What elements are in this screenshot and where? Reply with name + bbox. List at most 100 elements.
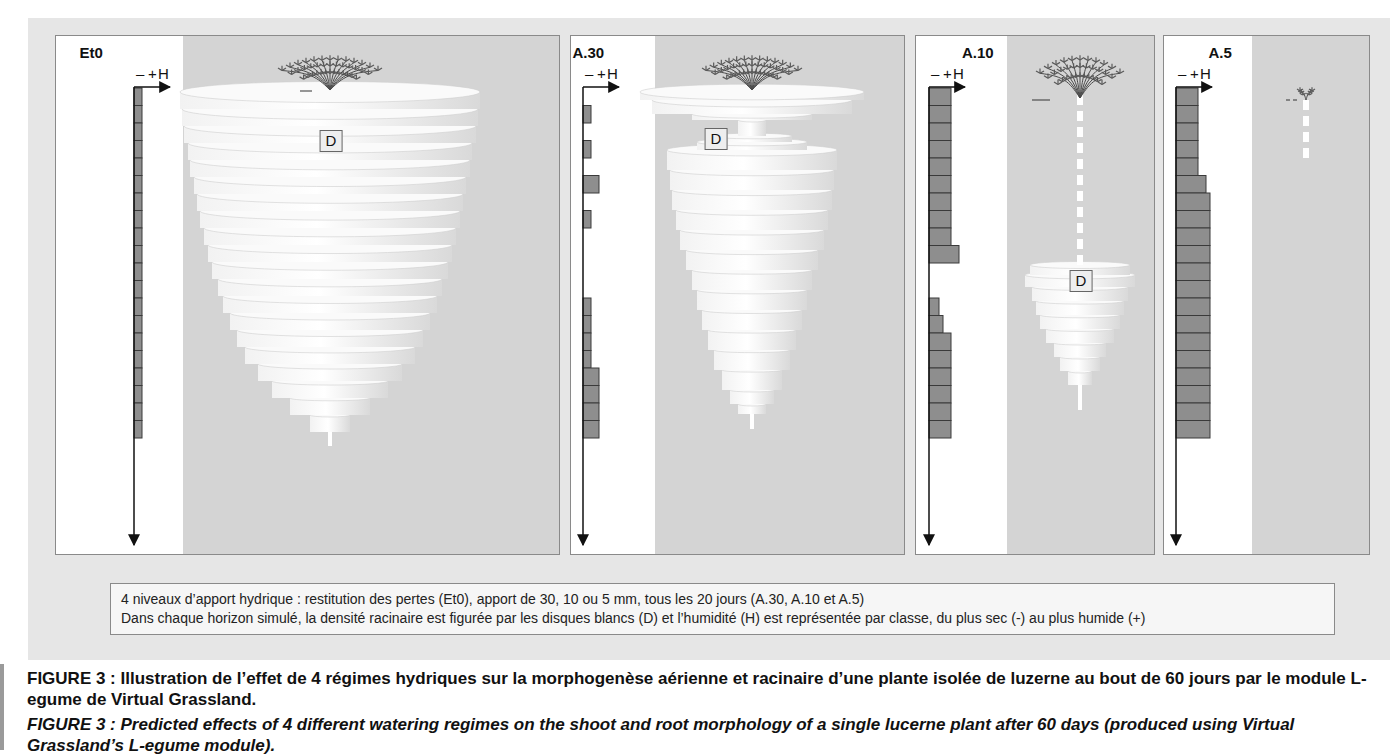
leaflet	[314, 59, 318, 61]
depth-axis	[582, 87, 584, 545]
humidity-class	[1176, 386, 1210, 404]
panel-title: A.5	[1209, 44, 1390, 61]
root-disc	[722, 370, 782, 390]
humidity-class	[1176, 228, 1210, 246]
humidity-class	[134, 351, 142, 369]
humidity-class	[583, 141, 591, 159]
humidity-class	[1176, 246, 1210, 264]
box-label: D	[326, 132, 337, 150]
humidity-bars	[583, 106, 599, 439]
leaflet	[1303, 93, 1306, 95]
root-disc	[738, 120, 766, 136]
leaflet	[767, 59, 771, 61]
leaflet	[1102, 82, 1106, 84]
humidity-class	[583, 368, 599, 386]
humidity-class	[134, 386, 142, 404]
leaflet	[1061, 69, 1065, 71]
humidity-class	[583, 333, 591, 351]
axis-strip	[570, 35, 655, 555]
humidity-class	[929, 123, 951, 141]
humidity-class	[1176, 351, 1210, 369]
english-caption: FIGURE 3 : Predicted effects of 4 differ…	[27, 714, 1372, 755]
humidity-class	[134, 246, 142, 264]
leaflet	[1120, 71, 1124, 73]
humidity-class	[134, 158, 142, 176]
leaflet	[321, 72, 325, 74]
humidity-class	[1176, 421, 1210, 439]
note-line: 4 niveaux d’apport hydrique : restitutio…	[121, 590, 1324, 609]
figure-caption: FIGURE 3 : Illustration de l’effet de 4 …	[27, 668, 1372, 710]
leaflet	[752, 58, 756, 60]
humidity-class	[134, 193, 142, 211]
depth-axis	[1175, 87, 1177, 545]
leaflet	[1300, 89, 1303, 91]
leaflet	[330, 58, 334, 60]
humidity-class	[583, 316, 591, 334]
humidity-axis	[929, 86, 965, 88]
leaflet	[721, 62, 725, 64]
axis-label: –	[1178, 66, 1186, 82]
humidity-class	[134, 421, 142, 439]
leaflet	[1080, 58, 1084, 60]
humidity-class	[1176, 368, 1210, 386]
leaflet	[1106, 72, 1110, 74]
leaflet	[1301, 91, 1304, 93]
legend-note-box: 4 niveaux d’apport hydrique : restitutio…	[110, 583, 1335, 635]
humidity-class	[929, 141, 951, 159]
humidity-class	[1176, 158, 1198, 176]
humidity-class	[929, 333, 951, 351]
leaflet	[298, 62, 302, 64]
leaflet	[1076, 75, 1080, 77]
leaflet	[798, 68, 802, 70]
humidity-class	[929, 228, 951, 246]
leaflet	[706, 68, 710, 70]
stem	[729, 63, 752, 90]
humidity-class	[929, 158, 951, 176]
leaflet	[744, 58, 748, 60]
leaflet	[1071, 76, 1075, 78]
depth-axis	[133, 87, 135, 545]
axis-label: –	[136, 66, 144, 82]
humidity-axis	[583, 86, 619, 88]
leaflet	[370, 65, 374, 67]
leaflet	[1072, 58, 1076, 60]
stem	[1072, 61, 1080, 98]
leaflet	[346, 59, 350, 61]
leaflet	[1312, 89, 1315, 91]
root-profile	[1025, 95, 1135, 410]
panel-ground	[1163, 35, 1370, 555]
leaflet	[783, 62, 787, 64]
axis-label: –	[931, 66, 939, 82]
humidity-class	[134, 123, 142, 141]
cotyledon-mark	[1032, 100, 1050, 101]
humidity-class	[583, 403, 599, 421]
humidity-class	[583, 421, 599, 439]
root-profile	[180, 82, 480, 447]
panel-ground	[570, 35, 905, 555]
leaflet	[1056, 62, 1060, 64]
cotyledon-mark	[300, 91, 312, 92]
humidity-class	[929, 176, 951, 194]
humidity-class	[583, 211, 591, 229]
stem	[1040, 73, 1080, 98]
shoot	[1036, 55, 1124, 98]
humidity-class	[134, 263, 142, 281]
leaflet	[362, 62, 366, 64]
leaflet	[1040, 71, 1044, 73]
panel-title: A.10	[962, 44, 1200, 61]
leaflet	[721, 69, 725, 71]
humidity-class	[134, 403, 142, 421]
axis-label: H	[158, 66, 169, 82]
leaflet	[326, 71, 330, 73]
axis-strip	[1163, 35, 1252, 555]
cotyledon-mark	[1286, 100, 1298, 101]
figure-frame	[28, 18, 1390, 660]
humidity-axis	[134, 86, 170, 88]
leaflet	[739, 73, 743, 75]
leaflet	[304, 67, 308, 69]
humidity-class	[134, 176, 142, 194]
caption-bar	[0, 664, 4, 750]
root-density-box: D	[1070, 270, 1093, 292]
